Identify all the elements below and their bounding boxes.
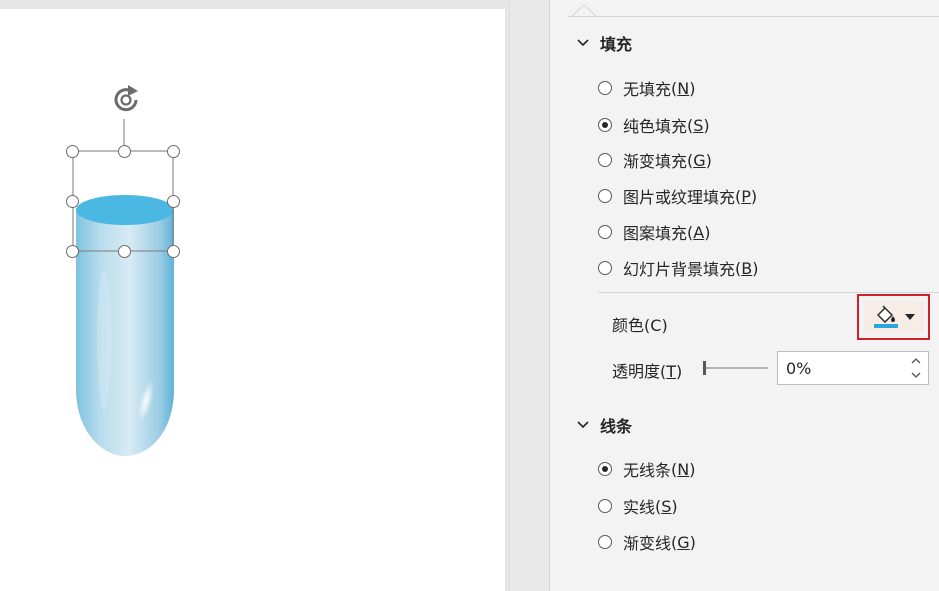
resize-handle-left[interactable] bbox=[66, 195, 79, 208]
format-shape-pane: 填充 无填充(N) 纯色填充(S) 渐变填充(G) 图片或纹理填充(P) 图案填… bbox=[549, 0, 939, 591]
paint-bucket-icon bbox=[873, 305, 898, 328]
radio-circle[interactable] bbox=[598, 189, 612, 203]
color-label: 颜色(C) bbox=[612, 316, 668, 335]
slide-canvas-area bbox=[0, 9, 505, 591]
chevron-down-icon[interactable] bbox=[910, 370, 922, 380]
radio-circle[interactable] bbox=[598, 261, 612, 275]
resize-handle-top-right[interactable] bbox=[167, 145, 180, 158]
fill-divider bbox=[598, 292, 939, 293]
test-tube-shape[interactable] bbox=[70, 89, 190, 459]
pane-divider bbox=[568, 16, 939, 17]
radio-slide-background-fill[interactable]: 幻灯片背景填充(B) bbox=[598, 256, 759, 280]
transparency-slider[interactable] bbox=[702, 359, 768, 377]
resize-handle-right[interactable] bbox=[167, 195, 180, 208]
line-section-title: 线条 bbox=[600, 417, 633, 436]
resize-handle-bottom[interactable] bbox=[118, 245, 131, 258]
resize-handle-bottom-left[interactable] bbox=[66, 245, 79, 258]
radio-picture-fill[interactable]: 图片或纹理填充(P) bbox=[598, 184, 757, 208]
radio-solid-fill[interactable]: 纯色填充(S) bbox=[598, 113, 710, 137]
radio-circle[interactable] bbox=[598, 81, 612, 95]
chevron-down-icon bbox=[577, 39, 589, 47]
radio-pattern-fill[interactable]: 图案填充(A) bbox=[598, 220, 710, 244]
canvas-scrollbar-gutter[interactable] bbox=[509, 0, 550, 591]
radio-no-fill[interactable]: 无填充(N) bbox=[598, 76, 695, 100]
transparency-value: 0% bbox=[786, 359, 812, 378]
fill-color-button-face[interactable] bbox=[863, 301, 924, 333]
resize-handle-top[interactable] bbox=[118, 145, 131, 158]
radio-circle-selected[interactable] bbox=[598, 462, 612, 476]
resize-handle-bottom-right[interactable] bbox=[167, 245, 180, 258]
radio-no-line[interactable]: 无线条(N) bbox=[598, 457, 695, 481]
fill-section-header[interactable]: 填充 bbox=[576, 31, 632, 55]
radio-circle-selected[interactable] bbox=[598, 118, 612, 132]
radio-gradient-fill[interactable]: 渐变填充(G) bbox=[598, 148, 712, 172]
resize-handle-top-left[interactable] bbox=[66, 145, 79, 158]
fill-section-title: 填充 bbox=[600, 35, 633, 54]
color-swatch bbox=[873, 324, 898, 328]
rotate-icon[interactable] bbox=[108, 84, 148, 118]
transparency-input[interactable]: 0% bbox=[777, 351, 929, 385]
transparency-label: 透明度(T) bbox=[612, 362, 683, 381]
chevron-down-icon bbox=[577, 421, 589, 429]
slide[interactable] bbox=[0, 9, 505, 591]
radio-circle[interactable] bbox=[598, 535, 612, 549]
fill-color-button[interactable] bbox=[857, 294, 930, 340]
radio-circle[interactable] bbox=[598, 153, 612, 167]
chevron-up-icon[interactable] bbox=[910, 356, 922, 366]
dropdown-arrow-icon bbox=[904, 314, 915, 320]
radio-circle[interactable] bbox=[598, 225, 612, 239]
radio-solid-line[interactable]: 实线(S) bbox=[598, 494, 678, 518]
tab-pointer-icon bbox=[572, 4, 596, 17]
slider-thumb bbox=[703, 361, 706, 375]
radio-gradient-line[interactable]: 渐变线(G) bbox=[598, 530, 696, 554]
line-section-header[interactable]: 线条 bbox=[576, 413, 632, 437]
radio-circle[interactable] bbox=[598, 499, 612, 513]
